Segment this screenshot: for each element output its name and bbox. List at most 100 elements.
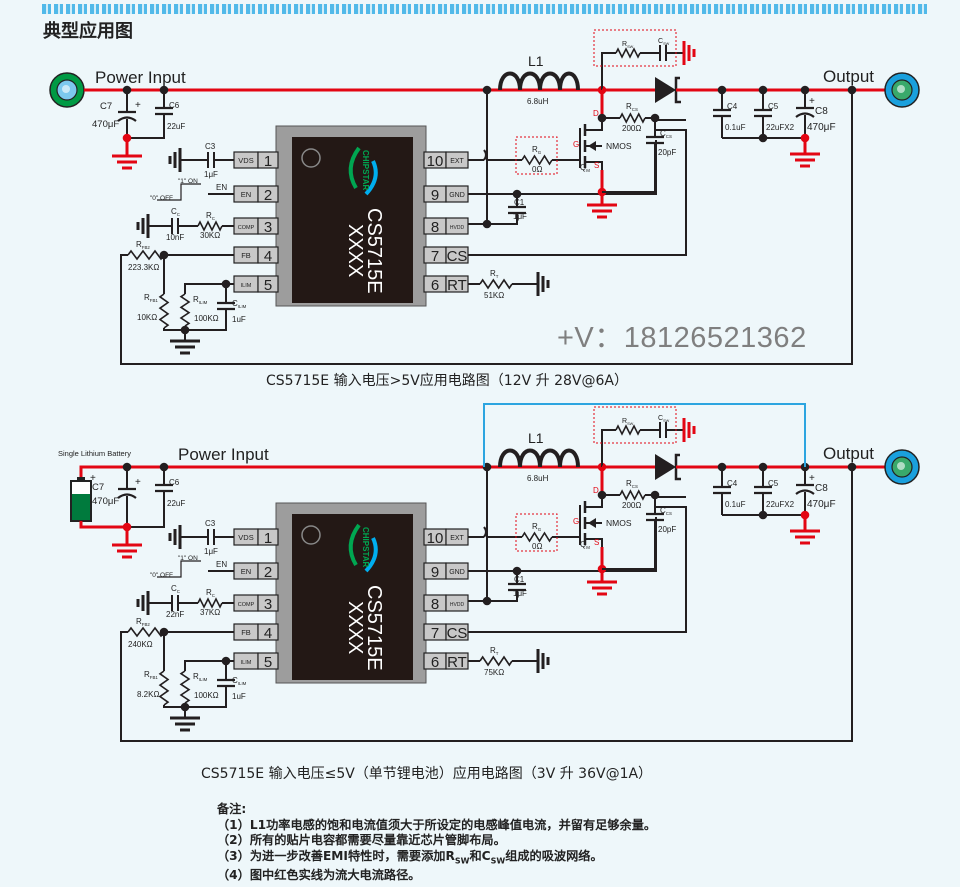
logo-swoosh-green xyxy=(348,523,361,567)
drain-label: D xyxy=(593,109,599,118)
en-net-label: EN xyxy=(216,560,227,569)
pin-number-1: 1 xyxy=(264,153,272,170)
wire xyxy=(484,590,518,602)
pin-name-fb: FB xyxy=(241,628,251,637)
battery-label: Single Lithium Battery xyxy=(58,449,131,458)
cc-value: 10nF xyxy=(166,233,184,242)
note-text: 组成的吸波网络。 xyxy=(505,848,603,863)
wire-crossover xyxy=(482,526,487,538)
rilim-value: 100KΩ xyxy=(194,691,219,700)
contact-watermark: +V：18126521362 xyxy=(557,322,807,354)
en-switch-line xyxy=(157,183,201,201)
wire xyxy=(585,118,603,131)
c1-ref: C1 xyxy=(514,198,525,207)
cc-ref: CC xyxy=(171,584,180,594)
rc-ref: RC xyxy=(206,211,215,221)
l1-value: 6.8uH xyxy=(527,474,549,483)
wire xyxy=(602,520,656,570)
power-input-label: Power Input xyxy=(178,445,269,464)
resistor-icon xyxy=(619,489,646,501)
cilim-ref: CILIM xyxy=(232,299,247,309)
pin-number-2: 2 xyxy=(264,187,272,204)
c4-value: 0.1uF xyxy=(725,123,746,132)
qm-ref: QM xyxy=(580,540,590,550)
pin-name-vds: VDS xyxy=(238,156,253,165)
cilim-ref: CILIM xyxy=(232,676,247,686)
schottky-diode-icon xyxy=(655,77,676,103)
drain-label: D xyxy=(593,486,599,495)
rcs-value: 200Ω xyxy=(622,501,641,510)
pin-number-9: 9 xyxy=(431,187,439,204)
pin-name-ext: EXT xyxy=(450,535,464,542)
pin-name-comp: COMP xyxy=(238,602,255,608)
pin-name-fb: FB xyxy=(241,251,251,260)
rt-ref: RT xyxy=(490,646,499,656)
rc-value: 30KΩ xyxy=(200,231,220,240)
wire-crossover xyxy=(482,149,487,161)
inductor-icon xyxy=(498,71,580,91)
logo-swoosh-blue xyxy=(364,537,378,573)
c3-value: 1μF xyxy=(204,170,218,179)
c7-value: 470μF xyxy=(92,496,119,507)
note-text: （3）为进一步改善EMI特性时，需要添加R xyxy=(217,848,455,863)
pin-number-box xyxy=(257,594,279,612)
c8-value: 470μF xyxy=(807,499,836,510)
battery-plus: + xyxy=(90,473,96,484)
gate-label: G xyxy=(573,517,579,526)
junction-dot xyxy=(847,462,857,472)
rg-value: 0Ω xyxy=(532,165,542,174)
pin-name-box xyxy=(445,217,469,235)
pin-number-5: 5 xyxy=(264,277,272,294)
c6-ref: C6 xyxy=(169,101,180,110)
pin-number-10: 10 xyxy=(427,153,444,170)
gate-label: G xyxy=(573,140,579,149)
rilim-ref: RILIM xyxy=(193,672,208,682)
c7-ref: C7 xyxy=(92,482,104,493)
pin-number-box xyxy=(257,217,279,235)
pin-number-box xyxy=(257,275,279,293)
en-off-label: "0" OFF xyxy=(150,195,173,202)
c6-ref: C6 xyxy=(169,478,180,487)
resistor-icon xyxy=(479,655,513,667)
rc-ref: RC xyxy=(206,588,215,598)
wire xyxy=(601,429,616,467)
mosfet-arrow xyxy=(588,141,596,151)
pin1-marker xyxy=(301,148,321,168)
pin-number-7: 7 xyxy=(431,248,439,265)
wire xyxy=(585,538,603,547)
chip-marking: XXXX xyxy=(344,601,366,654)
blue-feedback-wire xyxy=(483,403,806,467)
wire xyxy=(484,213,518,225)
c5-ref: C5 xyxy=(768,479,779,488)
wire xyxy=(654,118,686,121)
en-off-label: "0" OFF xyxy=(150,572,173,579)
wire xyxy=(127,491,165,528)
pin-number-2: 2 xyxy=(264,564,272,581)
note-item: （3）为进一步改善EMI特性时，需要添加RSW和CSW组成的吸波网络。 xyxy=(217,849,656,869)
wire xyxy=(654,495,686,498)
rt-value: 51KΩ xyxy=(484,291,504,300)
rfb2-ref: RFB2 xyxy=(136,240,150,250)
resistor-icon xyxy=(479,278,513,290)
resistor-icon xyxy=(521,531,553,543)
cc-value: 22nF xyxy=(166,610,184,619)
polarity-plus: + xyxy=(135,100,141,111)
battery-cap xyxy=(77,477,85,482)
ccs-ref: CCS xyxy=(660,129,672,139)
rsw-ref: RSW xyxy=(622,418,634,426)
pin-number-5: 5 xyxy=(264,654,272,671)
pin-name-ext: EXT xyxy=(450,158,464,165)
c3-value: 1μF xyxy=(204,547,218,556)
ccs-value: 20pF xyxy=(658,525,676,534)
wire xyxy=(127,114,165,139)
high-current-wire xyxy=(79,521,127,529)
pin-name-cs: CS xyxy=(447,248,468,265)
snubber-box xyxy=(593,406,677,444)
resistor-icon xyxy=(615,424,641,436)
pin-name-cs: CS xyxy=(447,625,468,642)
pin1-marker xyxy=(301,525,321,545)
wire xyxy=(585,495,603,508)
pin-number-3: 3 xyxy=(264,596,272,613)
chip-logo: CHIPSTAR xyxy=(361,150,370,191)
